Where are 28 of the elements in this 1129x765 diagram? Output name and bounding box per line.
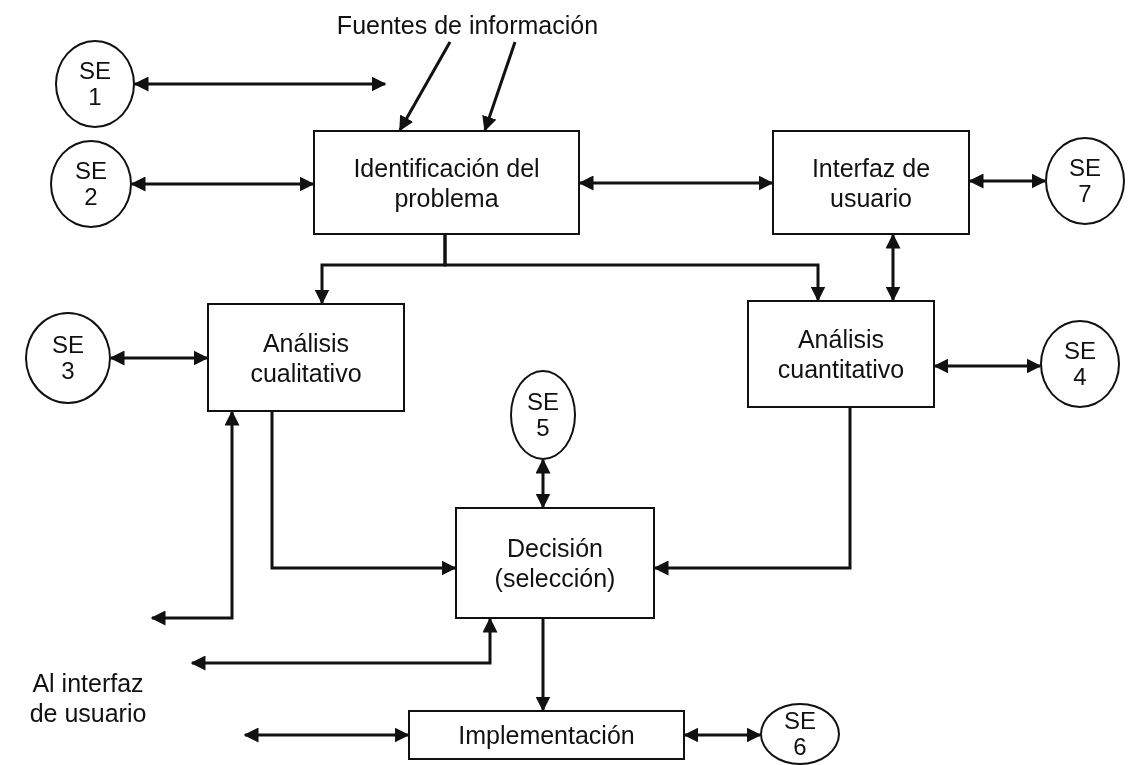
arrow xyxy=(150,410,240,626)
process-box: Análisis cuantitativo xyxy=(747,300,935,408)
arrow xyxy=(109,350,209,366)
arrow xyxy=(190,617,498,671)
arrow xyxy=(443,235,826,302)
source-text: Fuentes de información xyxy=(336,10,599,40)
arrow xyxy=(885,233,901,302)
arrow xyxy=(133,76,387,92)
expert-system-circle: SE 3 xyxy=(25,312,111,404)
arrow xyxy=(243,727,410,743)
note-text: Al interfaz de usuario xyxy=(28,668,148,728)
process-box: Decisión (selección) xyxy=(455,507,655,619)
arrow xyxy=(535,458,551,509)
process-box: Interfaz de usuario xyxy=(772,130,970,235)
expert-system-circle: SE 1 xyxy=(55,40,135,128)
arrow xyxy=(130,176,315,192)
arrow xyxy=(535,619,551,712)
arrow xyxy=(482,41,517,132)
expert-system-circle: SE 2 xyxy=(50,140,132,228)
expert-system-circle: SE 6 xyxy=(760,703,840,765)
expert-system-circle: SE 5 xyxy=(510,370,576,460)
expert-system-circle: SE 7 xyxy=(1045,137,1125,225)
process-box: Implementación xyxy=(408,710,685,760)
expert-system-circle: SE 4 xyxy=(1040,320,1120,408)
arrow xyxy=(270,412,457,576)
process-box: Identificación del problema xyxy=(313,130,580,235)
arrow xyxy=(398,41,452,132)
process-box: Análisis cualitativo xyxy=(207,303,405,412)
